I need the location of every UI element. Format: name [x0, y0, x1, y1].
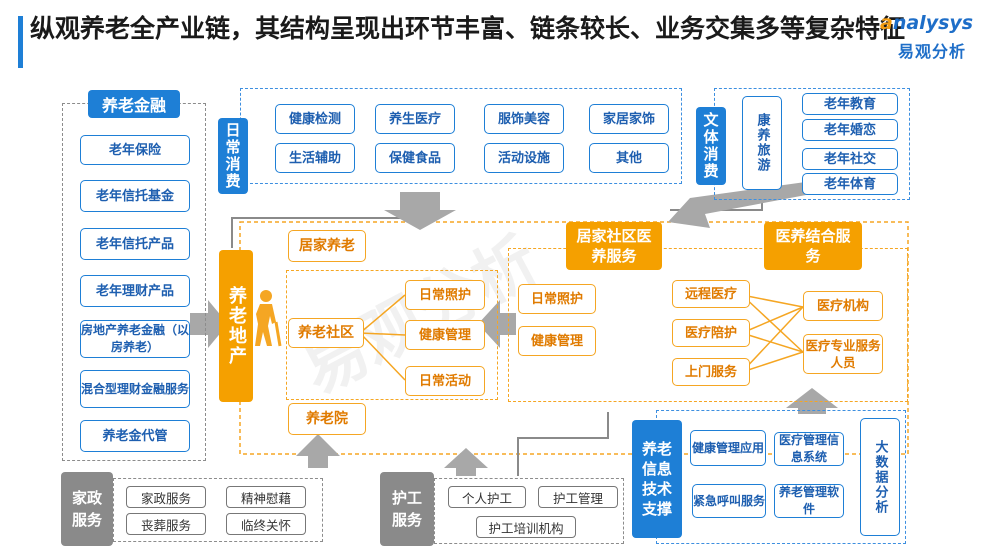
daily-item: 养生医疗 — [375, 104, 455, 134]
culture-item: 老年婚恋 — [802, 119, 898, 141]
daily-item: 生活辅助 — [275, 143, 355, 173]
brand-logo: analysys — [880, 12, 973, 34]
housekeeping-item: 家政服务 — [126, 486, 206, 508]
it-item: 医疗管理信息系统 — [774, 432, 844, 466]
finance-item: 混合型理财金融服务 — [80, 370, 190, 408]
brand-logo-cn: 易观分析 — [898, 42, 967, 61]
daily-consumption-header: 日常消费 — [218, 118, 248, 194]
culture-item: 老年体育 — [802, 173, 898, 195]
finance-item: 养老金代管 — [80, 420, 190, 452]
daily-item: 家居家饰 — [589, 104, 669, 134]
nursing-group — [434, 478, 624, 544]
housekeeping-header: 家政服务 — [61, 472, 113, 546]
logo-letter: a — [880, 12, 893, 34]
home-community-header: 居家社区医养服务 — [566, 222, 662, 270]
nursing-home-box: 养老院 — [288, 403, 366, 435]
medical-provider: 医疗机构 — [803, 291, 883, 321]
it-support-header: 养老信息技术支撑 — [632, 420, 682, 538]
medical-service: 医疗陪护 — [672, 319, 750, 347]
nursing-header: 护工服务 — [380, 472, 434, 546]
nursing-item: 护工管理 — [538, 486, 618, 508]
medical-provider: 医疗专业服务人员 — [803, 334, 883, 374]
daily-item: 健康检测 — [275, 104, 355, 134]
title-accent-bar — [18, 16, 23, 68]
nursing-item: 个人护工 — [448, 486, 526, 508]
daily-item: 其他 — [589, 143, 669, 173]
home-community-item: 日常照护 — [518, 284, 596, 314]
medical-service: 上门服务 — [672, 358, 750, 386]
it-item: 紧急呼叫服务 — [692, 484, 766, 518]
housekeeping-group — [113, 478, 323, 542]
finance-header: 养老金融 — [88, 90, 180, 118]
health-tour-box: 康养旅游 — [742, 96, 782, 190]
bigdata-box: 大数据分析 — [860, 418, 900, 536]
community-item: 日常照护 — [405, 280, 485, 310]
community-box: 养老社区 — [288, 318, 364, 348]
housekeeping-item: 临终关怀 — [226, 513, 306, 535]
logo-text: nalysys — [892, 12, 974, 34]
page-title: 纵观养老全产业链，其结构呈现出环节丰富、链条较长、业务交集多等复杂特征 — [30, 14, 906, 43]
daily-item: 服饰美容 — [484, 104, 564, 134]
culture-item: 老年教育 — [802, 93, 898, 115]
finance-item: 老年保险 — [80, 135, 190, 165]
community-group — [286, 270, 498, 400]
housekeeping-item: 丧葬服务 — [126, 513, 206, 535]
medical-combo-header: 医养结合服务 — [764, 222, 862, 270]
home-care-box: 居家养老 — [288, 230, 366, 262]
elderly-person-icon — [255, 290, 282, 347]
medical-region — [508, 248, 908, 402]
finance-item: 老年信托基金 — [80, 180, 190, 212]
it-item: 养老管理软件 — [774, 484, 844, 518]
finance-item: 房地产养老金融（以房养老） — [80, 320, 190, 358]
daily-item: 活动设施 — [484, 143, 564, 173]
home-community-item: 健康管理 — [518, 326, 596, 356]
daily-item: 保健食品 — [375, 143, 455, 173]
community-item: 日常活动 — [405, 366, 485, 396]
culture-consumption-header: 文体消费 — [696, 107, 726, 185]
finance-item: 老年信托产品 — [80, 228, 190, 260]
realestate-header: 养老地产 — [219, 250, 253, 402]
community-item: 健康管理 — [405, 320, 485, 350]
medical-service: 远程医疗 — [672, 280, 750, 308]
finance-item: 老年理财产品 — [80, 275, 190, 307]
culture-item: 老年社交 — [802, 148, 898, 170]
it-item: 健康管理应用 — [690, 430, 766, 466]
housekeeping-item: 精神慰藉 — [226, 486, 306, 508]
nursing-item: 护工培训机构 — [476, 516, 576, 538]
